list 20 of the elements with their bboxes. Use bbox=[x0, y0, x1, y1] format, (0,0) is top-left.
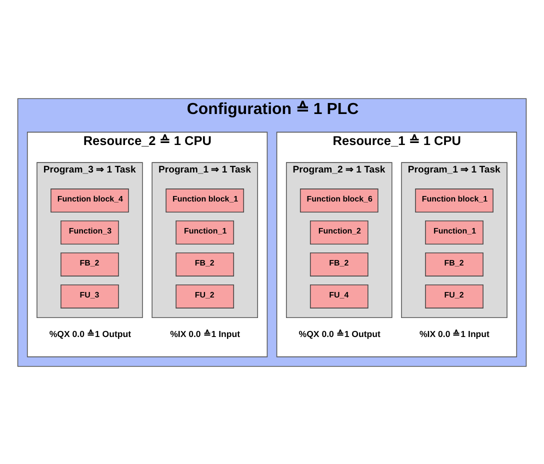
node-box: Function_2 bbox=[310, 220, 368, 244]
node-box: FB_2 bbox=[60, 252, 119, 276]
node-box: FU_4 bbox=[310, 284, 368, 308]
node-box: Function block_1 bbox=[415, 188, 494, 212]
label: %QX 0.0 ≙1 Output bbox=[298, 328, 380, 339]
node-box: FU_2 bbox=[176, 284, 234, 308]
node-box: Function block_6 bbox=[300, 188, 378, 212]
node-box: FU_3 bbox=[60, 284, 119, 308]
node-box: FB_2 bbox=[176, 252, 234, 276]
node-box: Function_3 bbox=[60, 220, 119, 244]
label: %IX 0.0 ≙1 Input bbox=[419, 328, 490, 339]
label: %QX 0.0 ≙1 Output bbox=[49, 328, 132, 339]
node-box: FB_2 bbox=[310, 252, 368, 276]
node-box: Function block_1 bbox=[166, 188, 244, 212]
node-box: FU_2 bbox=[425, 284, 484, 308]
node-box: Function block_4 bbox=[50, 188, 129, 212]
node-box: Function_1 bbox=[176, 220, 234, 244]
label: %IX 0.0 ≙1 Input bbox=[170, 328, 240, 339]
node-box: FB_2 bbox=[425, 252, 484, 276]
node-box: Function_1 bbox=[425, 220, 484, 244]
